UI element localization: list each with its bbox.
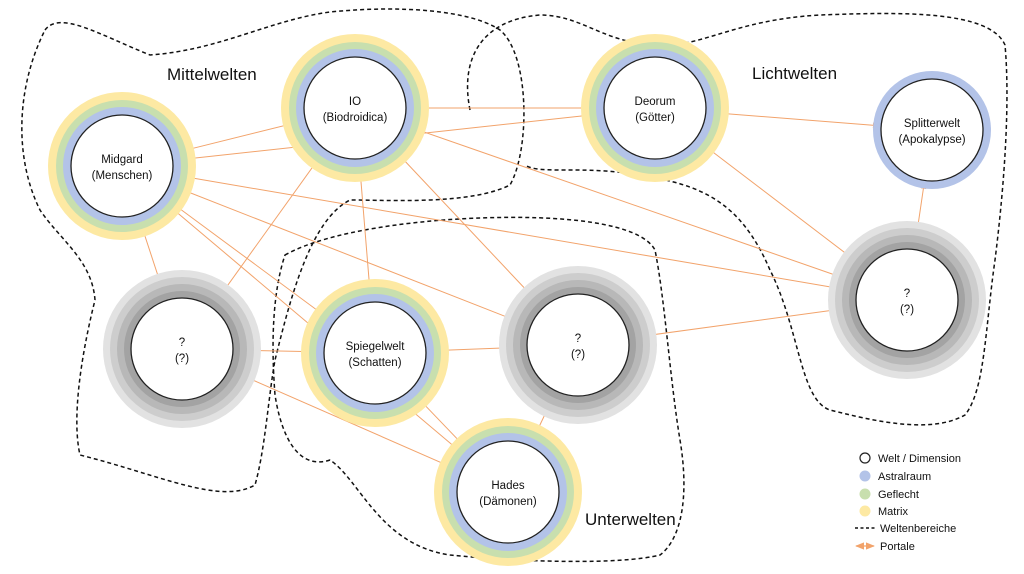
- world-core: [855, 248, 959, 352]
- world-subtitle: (Dämonen): [479, 496, 537, 508]
- world-core: [526, 293, 630, 397]
- world-subtitle: (Schatten): [348, 357, 401, 369]
- legend-matrix-icon: [859, 505, 871, 517]
- world-core: [303, 56, 407, 160]
- legend-geflecht-icon: [859, 488, 871, 500]
- world-core: [456, 440, 560, 544]
- region-label-mittelwelten: Mittelwelten: [167, 65, 257, 84]
- region-labels: Mittelwelten Lichtwelten Unterwelten: [167, 64, 837, 529]
- world-subtitle: (Apokalypse): [898, 134, 965, 146]
- world-core: [70, 114, 174, 218]
- world-subtitle: (?): [571, 349, 585, 361]
- legend-item-matrix: Matrix: [859, 505, 908, 518]
- world-splitter: Splitterwelt (Apokalypse): [873, 71, 991, 189]
- world-unknown-center: ? (?): [499, 266, 657, 424]
- legend-item-geflecht: Geflecht: [859, 488, 919, 501]
- portal-unknown-center-unknown-right: [629, 305, 856, 340]
- portal-deorum-splitter: [707, 109, 880, 129]
- world-spiegelwelt: Spiegelwelt (Schatten): [301, 279, 449, 427]
- portal-io-spiegelwelt: [357, 160, 373, 301]
- legend-item-portals: Portale: [855, 541, 915, 553]
- legend-label: Welt / Dimension: [878, 453, 961, 465]
- world-core: [880, 78, 984, 182]
- legend-astral-icon: [859, 470, 871, 482]
- world-name: ?: [179, 337, 185, 349]
- worlds: Midgard (Menschen) IO (Biodroidica) Deorum (G…: [48, 34, 991, 566]
- world-name: IO: [349, 96, 361, 108]
- world-name: Hades: [491, 480, 524, 492]
- world-subtitle: (?): [175, 353, 189, 365]
- world-midgard: Midgard (Menschen): [48, 92, 196, 240]
- world-core: [130, 297, 234, 401]
- region-label-lichtwelten: Lichtwelten: [752, 64, 837, 83]
- portal-connections: [137, 105, 927, 472]
- world-name: Spiegelwelt: [346, 341, 406, 353]
- legend-item-regions: Weltenbereiche: [855, 523, 956, 535]
- world-name: Deorum: [635, 96, 676, 108]
- legend-item-astral: Astralraum: [859, 470, 931, 483]
- legend-label: Weltenbereiche: [880, 523, 956, 535]
- legend-world-icon: [859, 452, 871, 464]
- world-unknown-right: ? (?): [828, 221, 986, 379]
- portal-io-unknown-left: [212, 150, 325, 307]
- legend-label: Astralraum: [878, 471, 931, 483]
- world-name: ?: [575, 333, 581, 345]
- world-subtitle: (?): [900, 304, 914, 316]
- world-hades: Hades (Dämonen): [434, 418, 582, 566]
- world-subtitle: (Götter): [635, 112, 675, 124]
- portal-midgard-unknown-right: [173, 173, 856, 293]
- legend-label: Geflecht: [878, 489, 919, 501]
- world-deorum: Deorum (Götter): [581, 34, 729, 182]
- world-subtitle: (Menschen): [92, 170, 153, 182]
- region-mittelwelten-boundary: [21, 8, 525, 493]
- portal-io-unknown-center: [390, 146, 543, 307]
- world-unknown-left: ? (?): [103, 270, 261, 428]
- legend: Welt / Dimension Astralraum Geflecht Mat…: [855, 452, 961, 553]
- portal-deorum-unknown-right: [696, 139, 866, 269]
- world-core: [603, 56, 707, 160]
- world-name: Midgard: [101, 154, 143, 166]
- world-name: ?: [904, 288, 910, 300]
- world-io: IO (Biodroidica): [281, 34, 429, 182]
- legend-item-world: Welt / Dimension: [859, 452, 961, 465]
- world-subtitle: (Biodroidica): [323, 112, 388, 124]
- world-core: [323, 301, 427, 405]
- legend-label: Matrix: [878, 506, 908, 518]
- region-label-unterwelten: Unterwelten: [585, 510, 676, 529]
- legend-label: Portale: [880, 541, 915, 553]
- world-name: Splitterwelt: [904, 118, 961, 130]
